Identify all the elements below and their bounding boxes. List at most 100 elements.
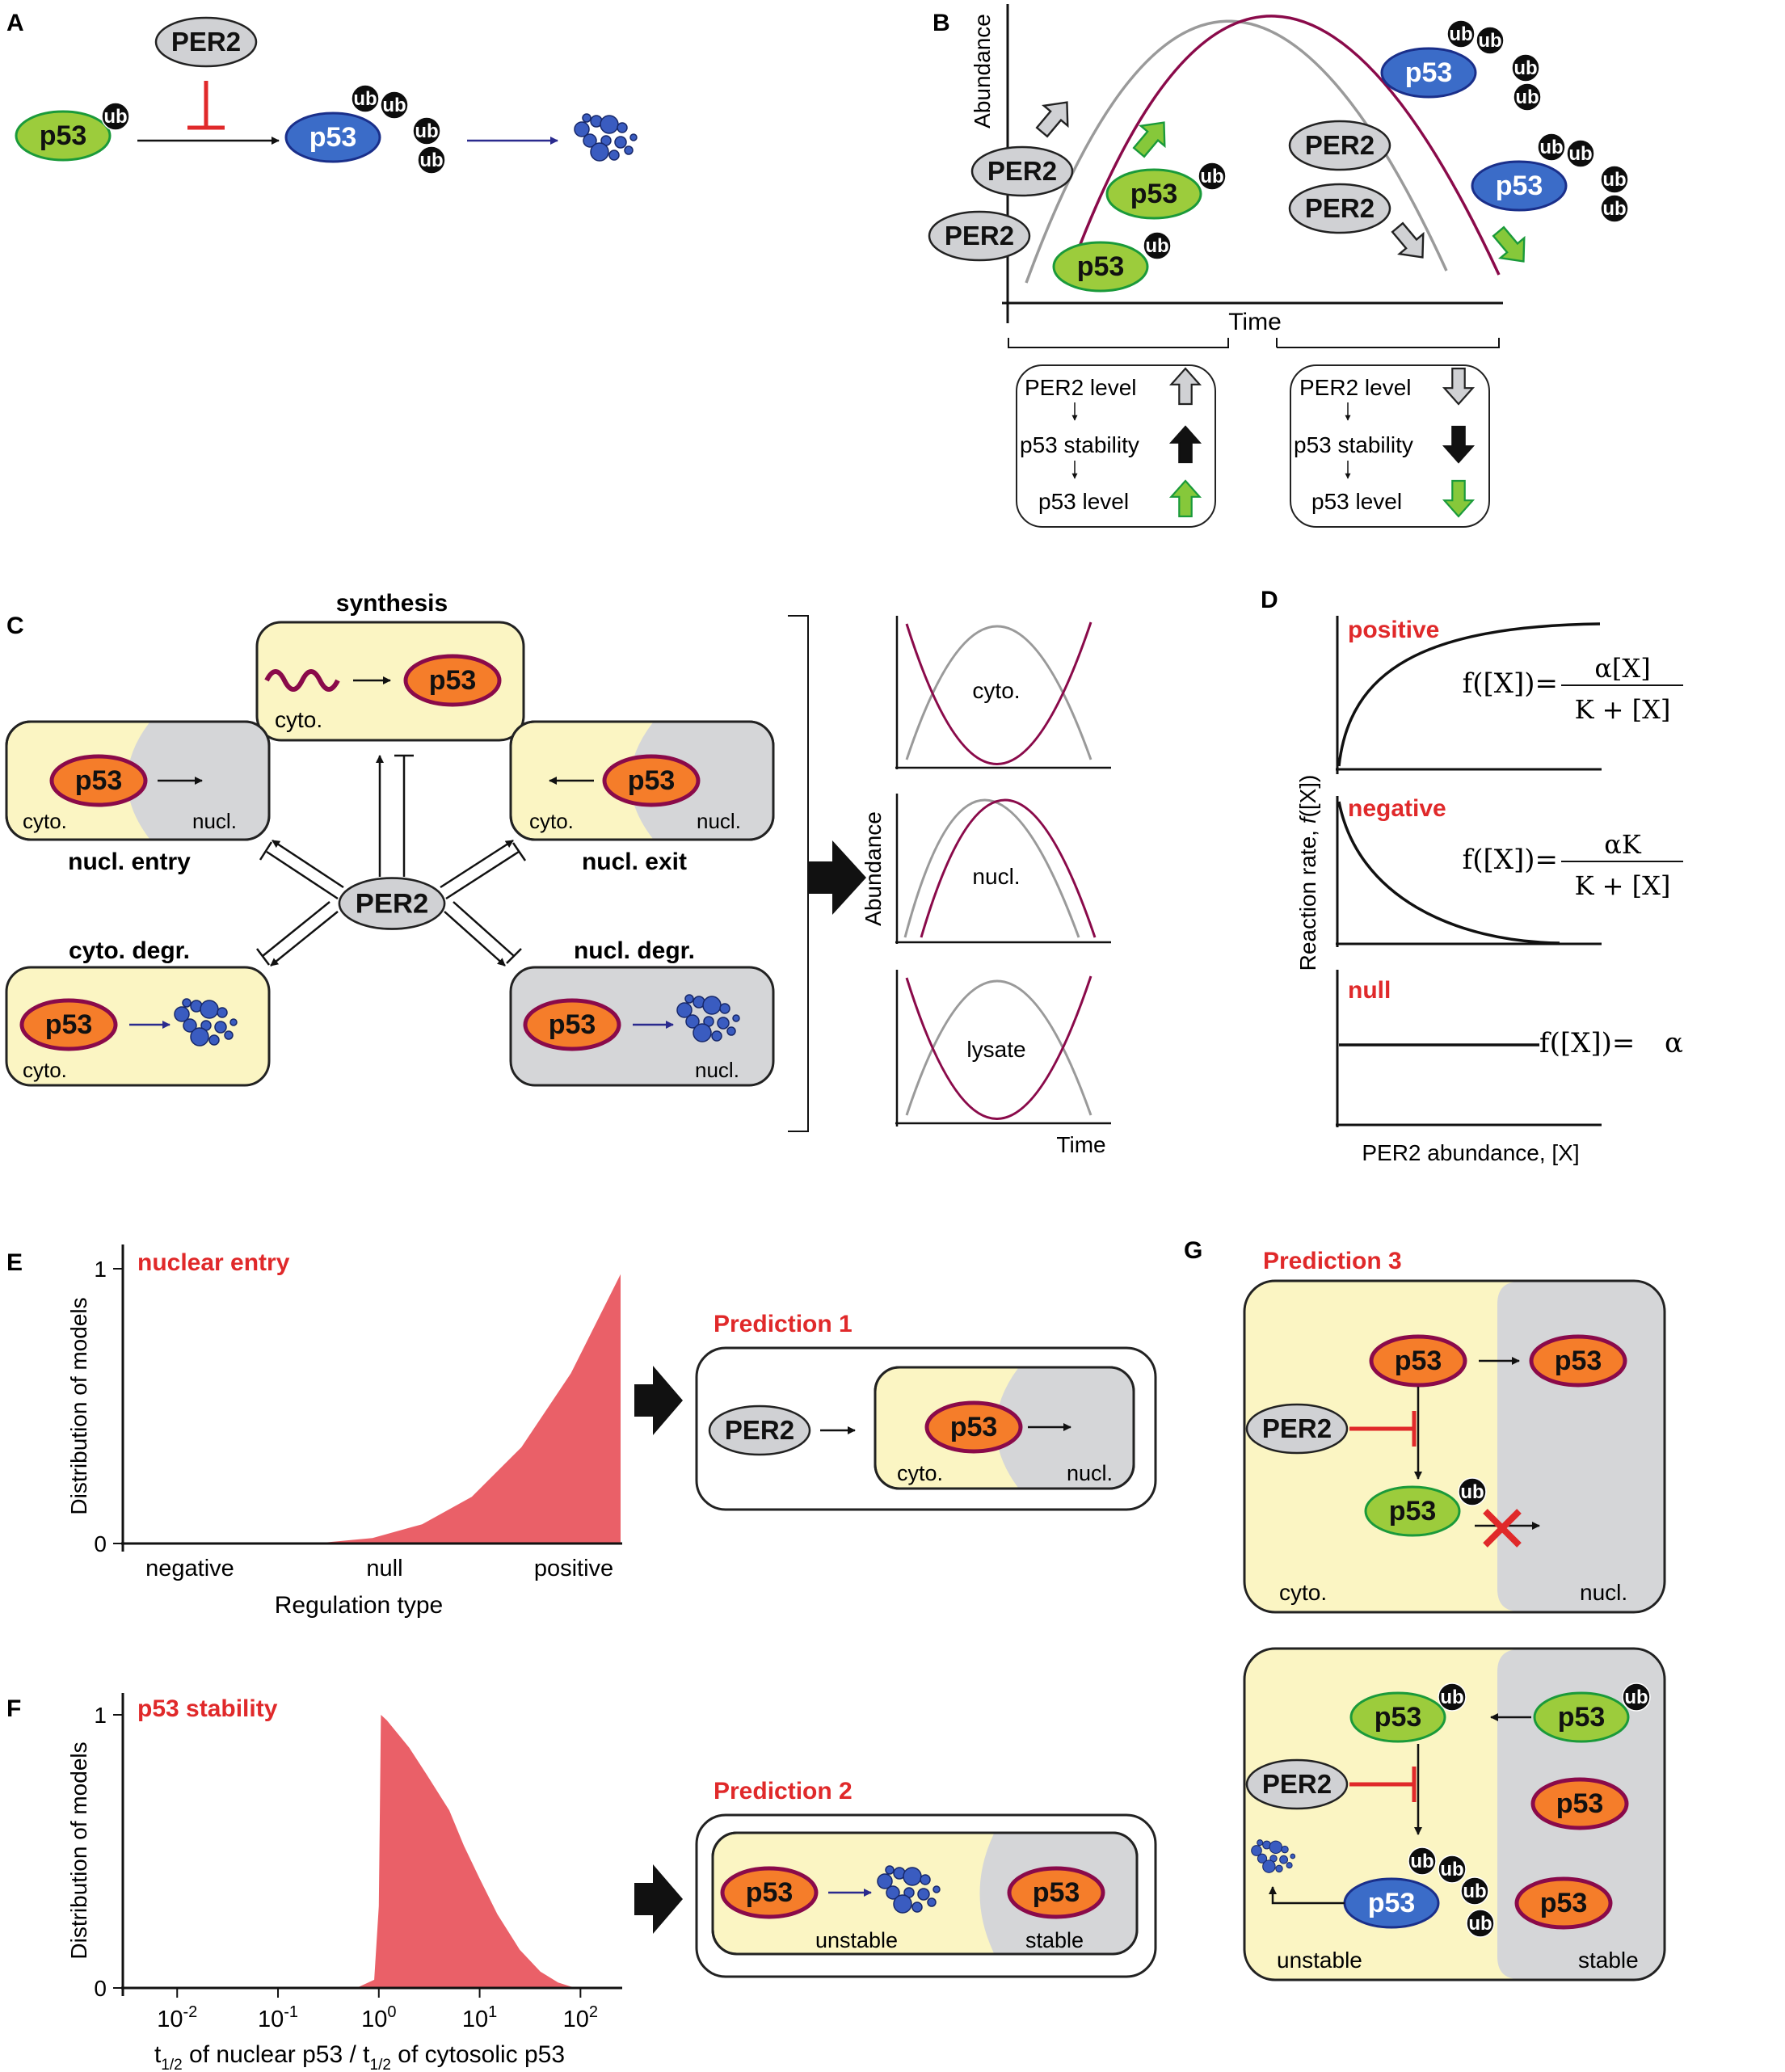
box-nucl-exit: cyto. nucl.	[509, 720, 775, 841]
svg-text:p53 level: p53 level	[1311, 489, 1402, 514]
label-nucl-entry: nucl. entry	[68, 849, 191, 875]
e-xtick-null: null	[366, 1556, 402, 1581]
svg-text:αK: αK	[1604, 829, 1642, 860]
c-plot-cyto: cyto.	[895, 616, 1111, 769]
f-xtick-label: 10-1	[258, 2003, 298, 2032]
svg-text:0: 0	[94, 1976, 107, 2001]
box-synthesis: cyto.	[255, 621, 525, 742]
c-plot-lysate: lysate	[895, 970, 1111, 1127]
prediction-3-box-bottom: unstable stable	[1243, 1647, 1666, 1981]
d-x-label: PER2 abundance, [X]	[1362, 1140, 1579, 1165]
svg-text:nucl.: nucl.	[695, 1058, 739, 1082]
prediction-1-box: cyto. nucl.	[695, 1346, 1157, 1511]
svg-text:p53 stability: p53 stability	[1294, 432, 1413, 457]
per2-b-3	[1288, 120, 1391, 171]
svg-text:PER2 level: PER2 level	[1025, 375, 1137, 400]
c-plot-nucl: nucl.	[895, 794, 1111, 944]
f-title: p53 stability	[137, 1695, 278, 1722]
svg-text:1: 1	[94, 1257, 107, 1282]
svg-text:α[X]: α[X]	[1594, 653, 1650, 684]
svg-text:cyto.: cyto.	[1279, 1580, 1327, 1605]
e-distribution-area	[124, 1274, 621, 1543]
c-y-label: Abundance	[861, 811, 886, 926]
panel-label-a: A	[6, 10, 24, 36]
svg-text:nucl.: nucl.	[192, 809, 237, 833]
f-distribution-area	[356, 1715, 581, 1988]
svg-text:lysate: lysate	[966, 1037, 1025, 1062]
label-cyto-degr: cyto. degr.	[69, 937, 190, 964]
svg-text:cyto.: cyto.	[972, 678, 1020, 703]
per2-hub	[338, 877, 446, 930]
rising-arrow-green	[1126, 112, 1177, 163]
panel-g: G Prediction 3 cyto. nucl.	[1184, 1237, 1666, 1981]
c-big-arrow	[808, 840, 866, 915]
prediction-3-title: Prediction 3	[1263, 1248, 1402, 1274]
e-xtick-positive: positive	[534, 1556, 613, 1581]
prediction-2-title: Prediction 2	[714, 1778, 853, 1805]
prediction-3-box-top: cyto. nucl.	[1243, 1279, 1666, 1614]
p53-blue-b-1	[1380, 19, 1542, 112]
f-y-label: Distribution of models	[66, 1741, 91, 1959]
f-xtick-label: 100	[361, 2003, 396, 2032]
per2-b-2	[928, 210, 1031, 262]
panel-label-g: G	[1184, 1237, 1202, 1264]
box-nucl-degr: nucl.	[509, 966, 775, 1087]
svg-text:unstable: unstable	[815, 1928, 898, 1952]
panel-label-e: E	[6, 1249, 23, 1276]
f-xtick-label: 102	[563, 2003, 598, 2032]
svg-text:unstable: unstable	[1277, 1948, 1362, 1973]
svg-text:K + [X]: K + [X]	[1575, 694, 1671, 725]
svg-text:stable: stable	[1578, 1948, 1639, 1973]
svg-text:cyto.: cyto.	[897, 1461, 943, 1485]
panel-label-c: C	[6, 613, 24, 639]
svg-text:p53 level: p53 level	[1038, 489, 1129, 514]
svg-text:stable: stable	[1025, 1928, 1084, 1952]
svg-text:cyto.: cyto.	[23, 1058, 67, 1082]
per2-b-4	[1288, 183, 1391, 234]
panel-e: E nuclear entry 1 0 negative null positi…	[6, 1244, 1157, 1619]
label-nucl-exit: nucl. exit	[582, 849, 687, 875]
svg-text:f([X])=: f([X])=	[1463, 668, 1558, 700]
degradation-fragments-a	[574, 113, 638, 162]
f-xtick-label: 10-2	[157, 2003, 197, 2032]
f-arrow	[634, 1864, 683, 1934]
svg-text:negative: negative	[1348, 795, 1446, 822]
svg-text:cyto.: cyto.	[23, 809, 67, 833]
p53-green-b-2	[1052, 231, 1172, 293]
p53-curve	[1073, 15, 1501, 276]
p53-green-b-1	[1105, 162, 1227, 220]
svg-text:nucl.: nucl.	[1580, 1580, 1627, 1605]
e-title: nuclear entry	[137, 1249, 290, 1276]
svg-text:PER2 level: PER2 level	[1299, 375, 1412, 400]
svg-text:p53 stability: p53 stability	[1020, 432, 1139, 457]
rising-arrow-gray	[1029, 91, 1080, 143]
d-y-label: Reaction rate, f([X])	[1295, 775, 1320, 971]
prediction-2-box: unstable stable	[695, 1813, 1157, 1978]
c-bracket	[788, 615, 809, 1132]
box-nucl-entry: cyto. nucl.	[5, 720, 271, 841]
bracket-fall	[1276, 338, 1500, 348]
svg-text:nucl.: nucl.	[972, 864, 1020, 889]
falling-arrow-gray	[1384, 217, 1436, 268]
svg-text:cyto.: cyto.	[275, 707, 322, 732]
f-x-label: t1/2 of nuclear p53 / t1/2 of cytosolic …	[154, 2041, 565, 2072]
panel-label-d: D	[1261, 587, 1278, 613]
d-positive-curve	[1337, 622, 1601, 767]
prediction-1-title: Prediction 1	[714, 1311, 853, 1337]
svg-text:K + [X]: K + [X]	[1575, 870, 1671, 901]
panel-label-b: B	[932, 10, 950, 36]
b-x-label: Time	[1228, 309, 1282, 335]
svg-text:positive: positive	[1348, 617, 1439, 643]
panel-a: A	[6, 10, 638, 175]
svg-text:1: 1	[94, 1703, 107, 1728]
box-cyto-degr: cyto.	[5, 966, 271, 1087]
e-xtick-negative: negative	[145, 1556, 234, 1581]
box-fall: PER2 level p53 stability p53 level	[1290, 364, 1490, 528]
e-y-label: Distribution of models	[66, 1297, 91, 1514]
panel-label-f: F	[6, 1695, 21, 1722]
d-negative-curve	[1337, 801, 1560, 945]
box-rise: PER2 level p53 stability p53 level	[1016, 364, 1216, 528]
b-y-label: Abundance	[970, 14, 995, 128]
label-synthesis: synthesis	[336, 590, 448, 617]
